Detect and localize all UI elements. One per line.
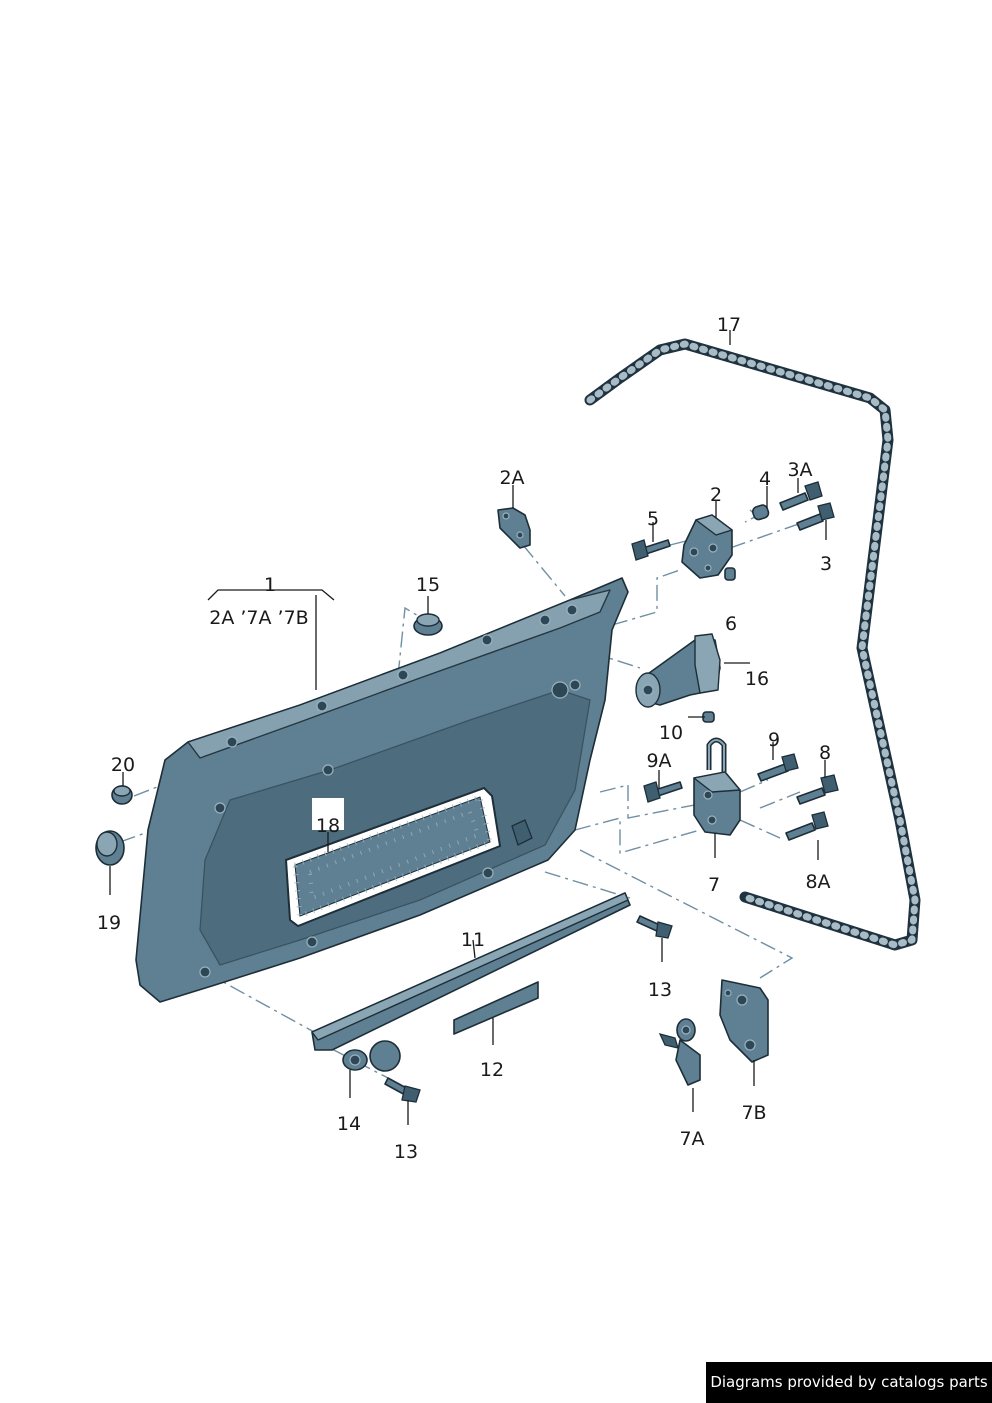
hinge-2 — [681, 514, 733, 579]
bolt-9 — [757, 753, 799, 782]
callout-3: 3 — [820, 553, 832, 575]
callout-1: 1 — [264, 574, 276, 596]
callout-7b: 7B — [741, 1102, 766, 1124]
cover-cap-19 — [95, 830, 125, 866]
callout-6: 6 — [725, 613, 737, 635]
callout-16: 16 — [745, 668, 769, 690]
callout-12: 12 — [480, 1059, 504, 1081]
bolt-8 — [796, 774, 839, 805]
callout-7: 7 — [708, 874, 720, 896]
callout-8: 8 — [819, 742, 831, 764]
callout-10: 10 — [659, 722, 683, 744]
cap-14 — [342, 1040, 401, 1072]
bolt-13-lower — [384, 1077, 421, 1103]
callout-8a: 8A — [805, 871, 830, 893]
bushing-6 — [724, 567, 736, 581]
bolt-8a — [785, 811, 829, 841]
bolt-9a — [643, 781, 683, 803]
bolt-13-upper — [636, 915, 673, 939]
strip-12 — [453, 981, 539, 1035]
lock-bracket-7b — [719, 979, 769, 1063]
damping-panel-18 — [284, 786, 502, 928]
bolt-5 — [631, 539, 671, 561]
callout-9: 9 — [768, 729, 780, 751]
door-seal-17 — [584, 338, 921, 951]
callout-2a: 2A — [499, 467, 524, 489]
callout-19: 19 — [97, 912, 121, 934]
leader-lines — [109, 330, 827, 1125]
callout-14: 14 — [337, 1113, 361, 1135]
sleeve-4 — [751, 504, 770, 521]
plug-15 — [413, 613, 443, 636]
grommet-20 — [111, 785, 133, 805]
bolt-3 — [796, 502, 835, 531]
sill-rail-11 — [311, 892, 631, 1051]
bolt-3a — [779, 481, 823, 511]
callout-3a: 3A — [787, 459, 812, 481]
callout-20: 20 — [111, 754, 135, 776]
callout-17: 17 — [717, 314, 741, 336]
hinge-plate-2a — [497, 507, 531, 549]
callout-11: 11 — [461, 929, 485, 951]
callout-labels: 1 2A ’7A ’7B 2A 2 3A 4 3 5 6 15 16 10 9 … — [97, 314, 832, 1163]
callout-2: 2 — [710, 484, 722, 506]
callout-13-upper: 13 — [648, 979, 672, 1001]
callout-9a: 9A — [646, 750, 671, 772]
callout-5: 5 — [647, 508, 659, 530]
callout-1-sub: 2A ’7A ’7B — [209, 607, 308, 629]
footer-credit: Diagrams provided by catalogs parts — [706, 1362, 992, 1403]
callout-13-lower: 13 — [394, 1141, 418, 1163]
callout-4: 4 — [759, 468, 771, 490]
striker-7 — [693, 737, 741, 836]
callout-7a: 7A — [679, 1128, 704, 1150]
door-check-16 — [635, 633, 721, 708]
callout-15: 15 — [416, 574, 440, 596]
cable-clip-7a — [658, 1018, 701, 1086]
callout-18: 18 — [316, 815, 340, 837]
